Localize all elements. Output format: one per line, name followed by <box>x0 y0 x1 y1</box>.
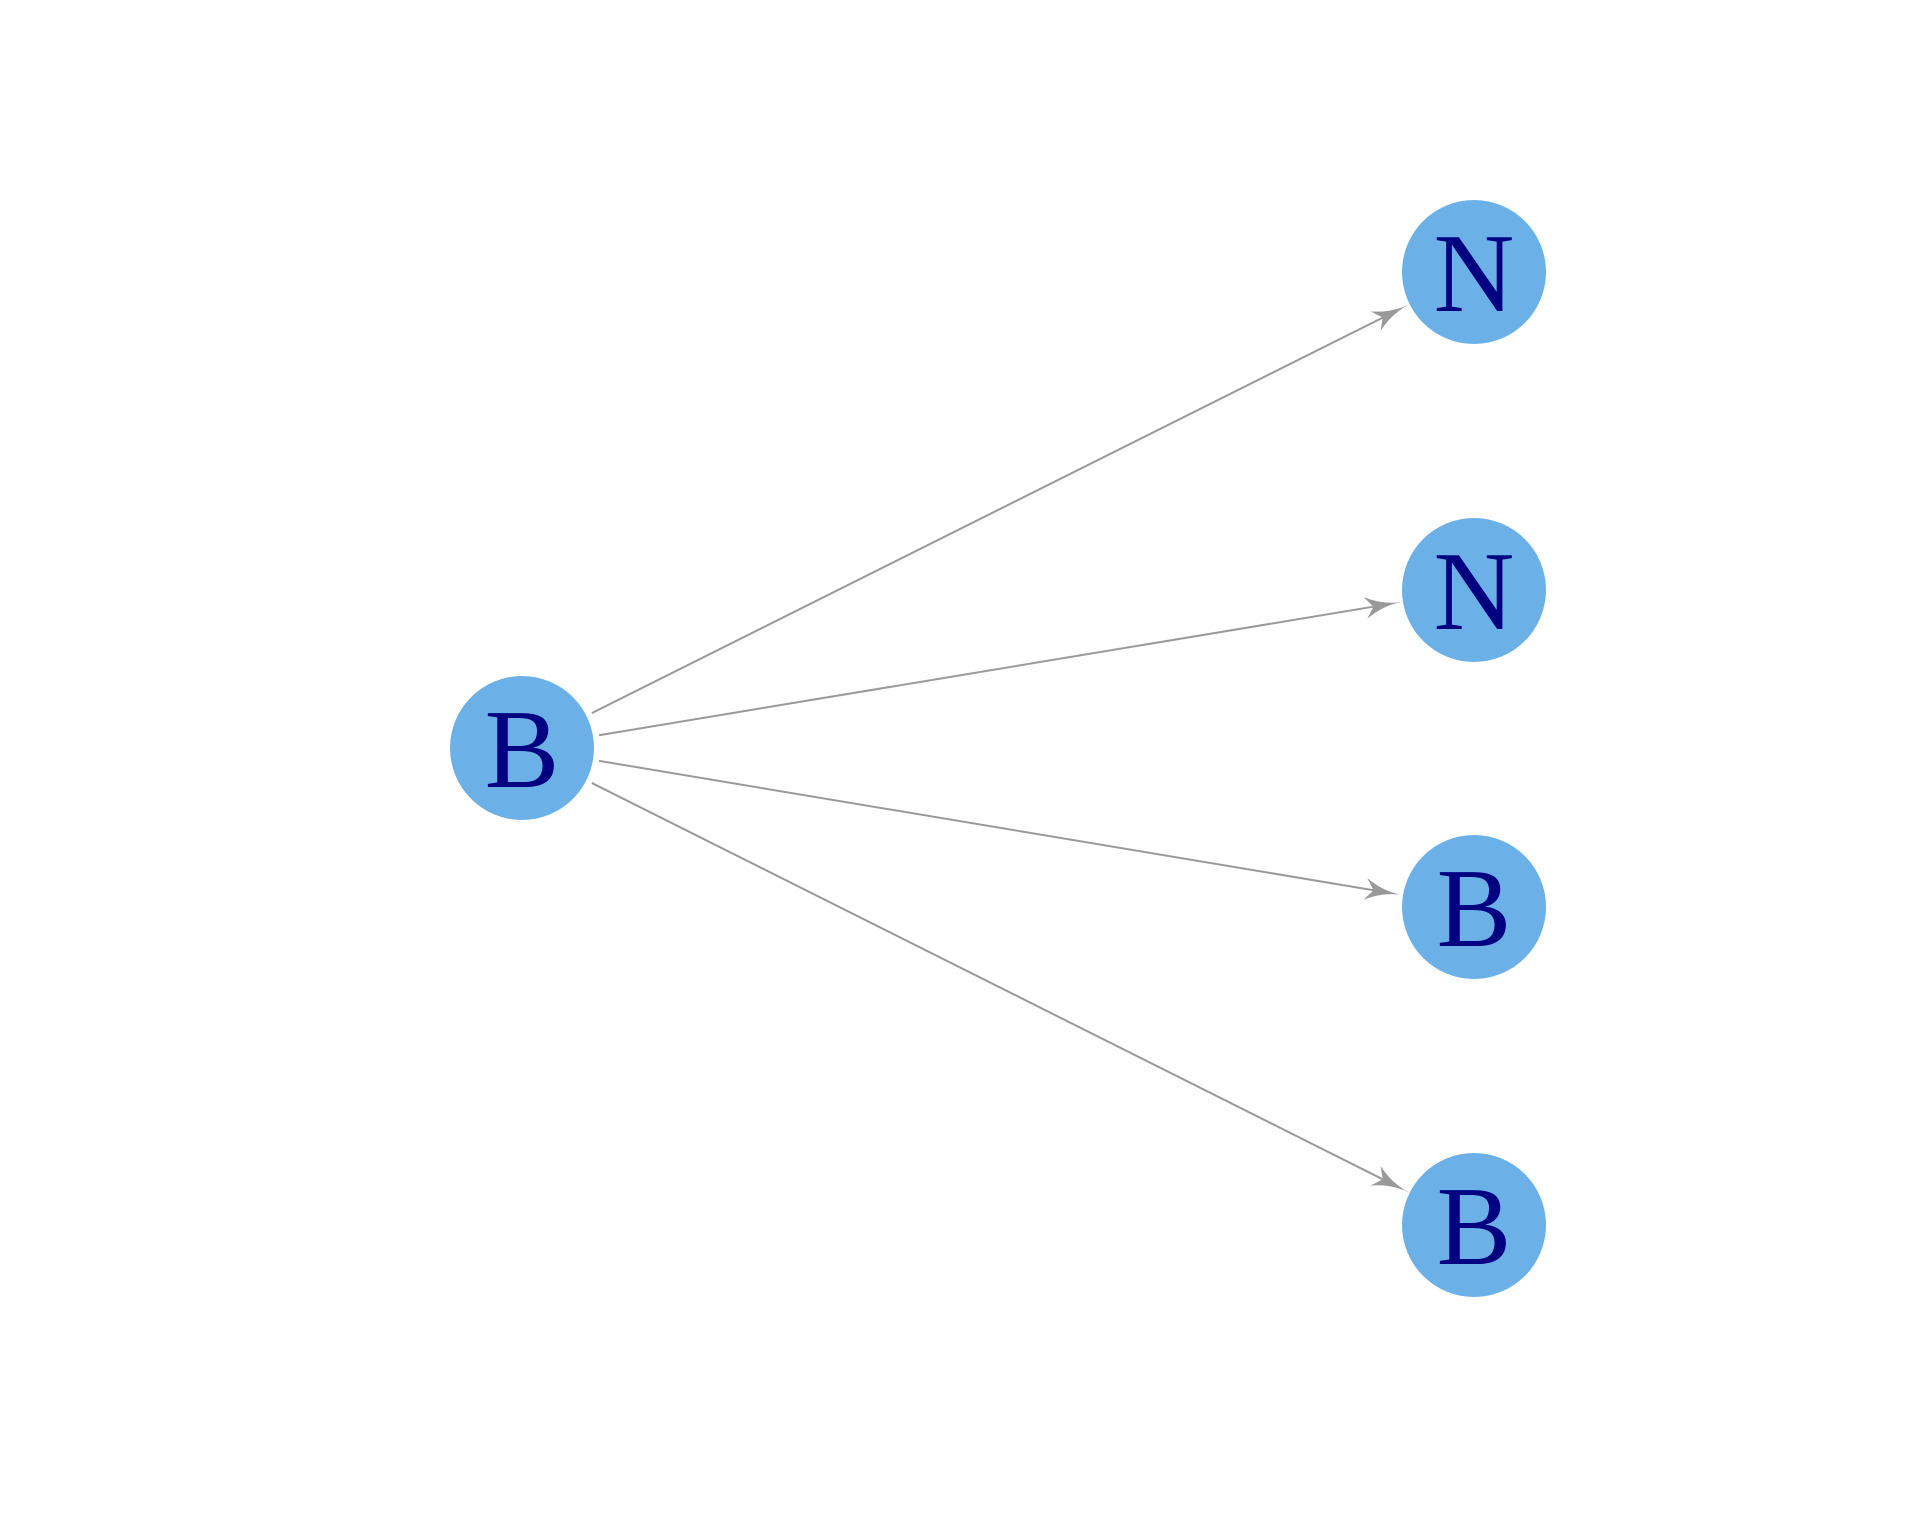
arrowhead-icon <box>1363 878 1403 900</box>
node-circle <box>450 676 594 820</box>
node-circle <box>1402 200 1546 344</box>
node-circle <box>1402 1153 1546 1297</box>
node-label: B <box>1437 1165 1512 1289</box>
edge-n0-n4 <box>591 782 1410 1193</box>
node-circle <box>1402 835 1546 979</box>
edges <box>591 304 1410 1193</box>
edge-line <box>598 759 1374 892</box>
edge-n0-n3 <box>598 759 1403 900</box>
edge-n0-n1 <box>591 304 1410 715</box>
node-n2[interactable]: N <box>1402 518 1546 662</box>
edge-line <box>591 316 1384 715</box>
node-label: B <box>485 688 560 812</box>
node-n0[interactable]: B <box>450 676 594 820</box>
node-circle <box>1402 518 1546 662</box>
node-label: B <box>1437 847 1512 971</box>
node-label: N <box>1434 530 1515 654</box>
edge-line <box>591 782 1384 1181</box>
arrowhead-icon <box>1363 597 1403 619</box>
node-n1[interactable]: N <box>1402 200 1546 344</box>
node-n3[interactable]: B <box>1402 835 1546 979</box>
arrowhead-icon <box>1370 1165 1410 1193</box>
node-n4[interactable]: B <box>1402 1153 1546 1297</box>
nodes: B N N B B <box>450 200 1546 1297</box>
arrowhead-icon <box>1370 304 1410 332</box>
edge-line <box>598 605 1374 737</box>
node-label: N <box>1434 212 1515 336</box>
edge-n0-n2 <box>598 597 1403 737</box>
